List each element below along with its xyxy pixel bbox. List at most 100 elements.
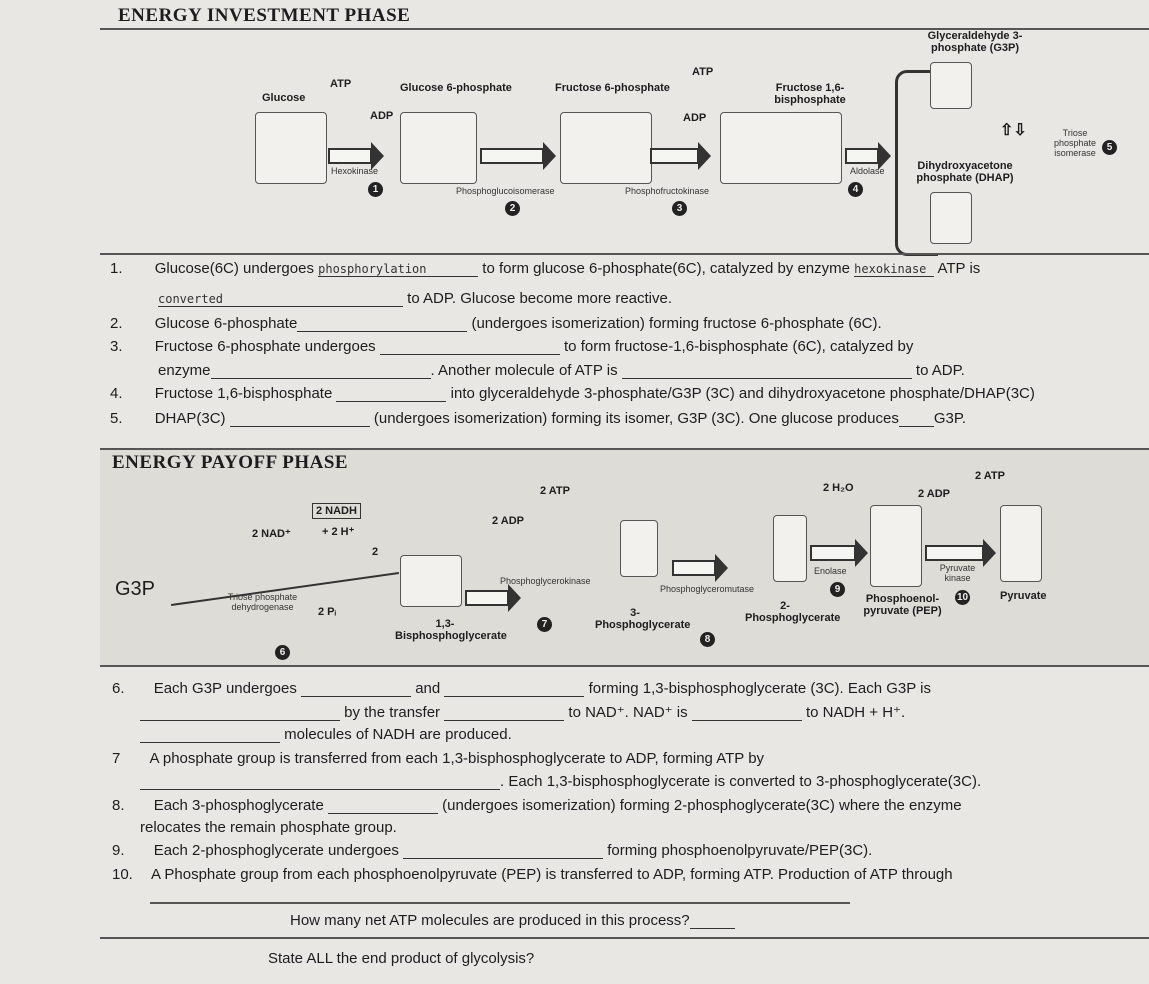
net-atp-question: How many net ATP molecules are produced … — [290, 912, 735, 929]
g3p-label: G3P — [115, 578, 156, 600]
dhap-structure — [930, 192, 972, 244]
question-6-cont: by the transfer to NAD⁺. NAD⁺ is to NADH… — [140, 703, 905, 721]
enzyme-label: Triose phosphate dehydrogenase — [227, 592, 298, 612]
payoff-phase-title: ENERGY PAYOFF PHASE — [112, 452, 349, 473]
answer-line[interactable] — [100, 937, 1149, 939]
divider — [100, 28, 1149, 30]
answer-field[interactable] — [301, 682, 412, 697]
answer-field[interactable] — [379, 340, 560, 355]
q-text: Fructose 1,6-bisphosphate — [154, 385, 333, 402]
question-8: 8. Each 3-phosphoglycerate (undergoes is… — [112, 797, 962, 814]
q-text: and — [415, 680, 441, 697]
reaction-arrow — [650, 142, 711, 170]
q-text: (undergoes isomerization) forming 2-phos… — [442, 797, 962, 814]
molecule-label: Glucose 6-phosphate — [400, 82, 512, 94]
q-text: to NAD⁺. NAD⁺ is — [568, 704, 688, 721]
f16bp-structure — [720, 112, 842, 184]
end-product-question: State ALL the end product of glycolysis? — [268, 950, 535, 967]
glucose-structure — [255, 112, 327, 184]
q-text: to form fructose-1,6-bisphosphate (6C), … — [564, 338, 914, 355]
reaction-arrow — [810, 539, 868, 567]
step-number: 6 — [275, 645, 290, 660]
step-number: 1 — [368, 182, 383, 197]
q-text: ATP is — [937, 260, 981, 277]
answer-field[interactable] — [444, 706, 565, 721]
q-text: to ADP. — [915, 362, 965, 379]
answer-field[interactable] — [898, 412, 934, 427]
answer-field[interactable] — [403, 844, 604, 859]
q-text: Each G3P undergoes — [153, 680, 297, 697]
answer-field[interactable] — [689, 914, 735, 929]
q-text: molecules of NADH are produced. — [284, 726, 512, 743]
answer-field[interactable]: phosphorylation — [318, 262, 479, 277]
q-text: enzyme — [158, 362, 211, 379]
q-text: G3P. — [933, 410, 967, 427]
coefficient: 2 — [372, 546, 379, 558]
f6p-structure — [560, 112, 652, 184]
q-number: 6. — [112, 680, 125, 697]
divider — [100, 448, 1149, 450]
answer-field[interactable] — [140, 775, 500, 790]
answer-field[interactable] — [691, 706, 802, 721]
atp-label: 2 ATP — [975, 470, 1005, 482]
reaction-arrow — [465, 584, 521, 612]
q-text: to form glucose 6-phosphate(6C), catalyz… — [482, 260, 850, 277]
question-1-cont: converted to ADP. Glucose become more re… — [158, 290, 672, 307]
question-4: 4. Fructose 1,6-bisphosphate into glycer… — [110, 385, 1035, 402]
answer-field[interactable] — [444, 682, 585, 697]
answer-field[interactable]: hexokinase — [854, 262, 935, 277]
pyruvate-structure — [1000, 505, 1042, 582]
answer-field[interactable] — [140, 706, 340, 721]
reaction-arrow — [328, 142, 384, 170]
step-number: 10 — [955, 590, 970, 605]
molecule-label: Glyceraldehyde 3-phosphate (G3P) — [927, 30, 1023, 54]
bpg-structure — [400, 555, 462, 607]
question-2: 2. Glucose 6-phosphate (undergoes isomer… — [110, 315, 882, 332]
enzyme-label: Hexokinase — [331, 166, 379, 176]
question-9: 9. Each 2-phosphoglycerate undergoes for… — [112, 842, 872, 859]
step-number: 4 — [848, 182, 863, 197]
molecule-label: 3-Phosphoglycerate — [595, 607, 691, 631]
answer-field[interactable] — [336, 387, 447, 402]
q-text: DHAP(3C) — [154, 410, 226, 427]
molecule-label: Glucose — [262, 92, 306, 104]
q-text: forming phosphoenolpyruvate/PEP(3C). — [607, 842, 873, 859]
adp-label: ADP — [683, 112, 707, 124]
enzyme-label: Enolase — [814, 566, 847, 576]
question-3: 3. Fructose 6-phosphate undergoes to for… — [110, 338, 913, 355]
step-number: 2 — [505, 201, 520, 216]
q-text: Each 3-phosphoglycerate — [153, 797, 324, 814]
q-text: A phosphate group is transferred from ea… — [149, 750, 765, 767]
answer-field[interactable]: converted — [158, 292, 403, 307]
q-number: 2. — [110, 315, 123, 332]
q-text: Glucose 6-phosphate — [154, 315, 298, 332]
h-label: + 2 H⁺ — [322, 526, 355, 538]
isomerase-arrows-icon: ⇧⇩ — [1000, 122, 1027, 139]
answer-line[interactable] — [150, 902, 850, 904]
q-text: by the transfer — [344, 704, 441, 721]
enzyme-label: Aldolase — [850, 166, 885, 176]
answer-field[interactable] — [229, 412, 370, 427]
nadh-label: 2 NADH — [312, 503, 361, 519]
answer-field[interactable] — [297, 317, 468, 332]
pi-label: 2 Pᵢ — [318, 606, 337, 618]
molecule-label: Dihydroxyacetone phosphate (DHAP) — [916, 160, 1014, 184]
answer-field[interactable] — [327, 799, 438, 814]
q-text: forming 1,3-bisphosphoglycerate (3C). Ea… — [588, 680, 931, 697]
molecule-label: 2-Phosphoglycerate — [745, 600, 841, 624]
enzyme-label: Triose phosphate isomerase — [1053, 128, 1097, 158]
enzyme-label: Phosphofructokinase — [625, 186, 710, 196]
adp-label: 2 ADP — [918, 488, 950, 500]
molecule-label: Phosphoenol-pyruvate (PEP) — [863, 593, 942, 617]
atp-label: ATP — [330, 78, 352, 90]
answer-field[interactable] — [621, 364, 912, 379]
step-number: 3 — [672, 201, 687, 216]
answer-field[interactable] — [140, 728, 280, 743]
q-text: Each 2-phosphoglycerate undergoes — [153, 842, 399, 859]
enzyme-label: Phosphoglyceromutase — [660, 584, 755, 594]
atp-label: 2 ATP — [540, 485, 570, 497]
answer-field[interactable] — [210, 364, 431, 379]
3pg-structure — [620, 520, 658, 577]
step-number: 7 — [537, 617, 552, 632]
q-text: to ADP. Glucose become more reactive. — [407, 290, 673, 307]
